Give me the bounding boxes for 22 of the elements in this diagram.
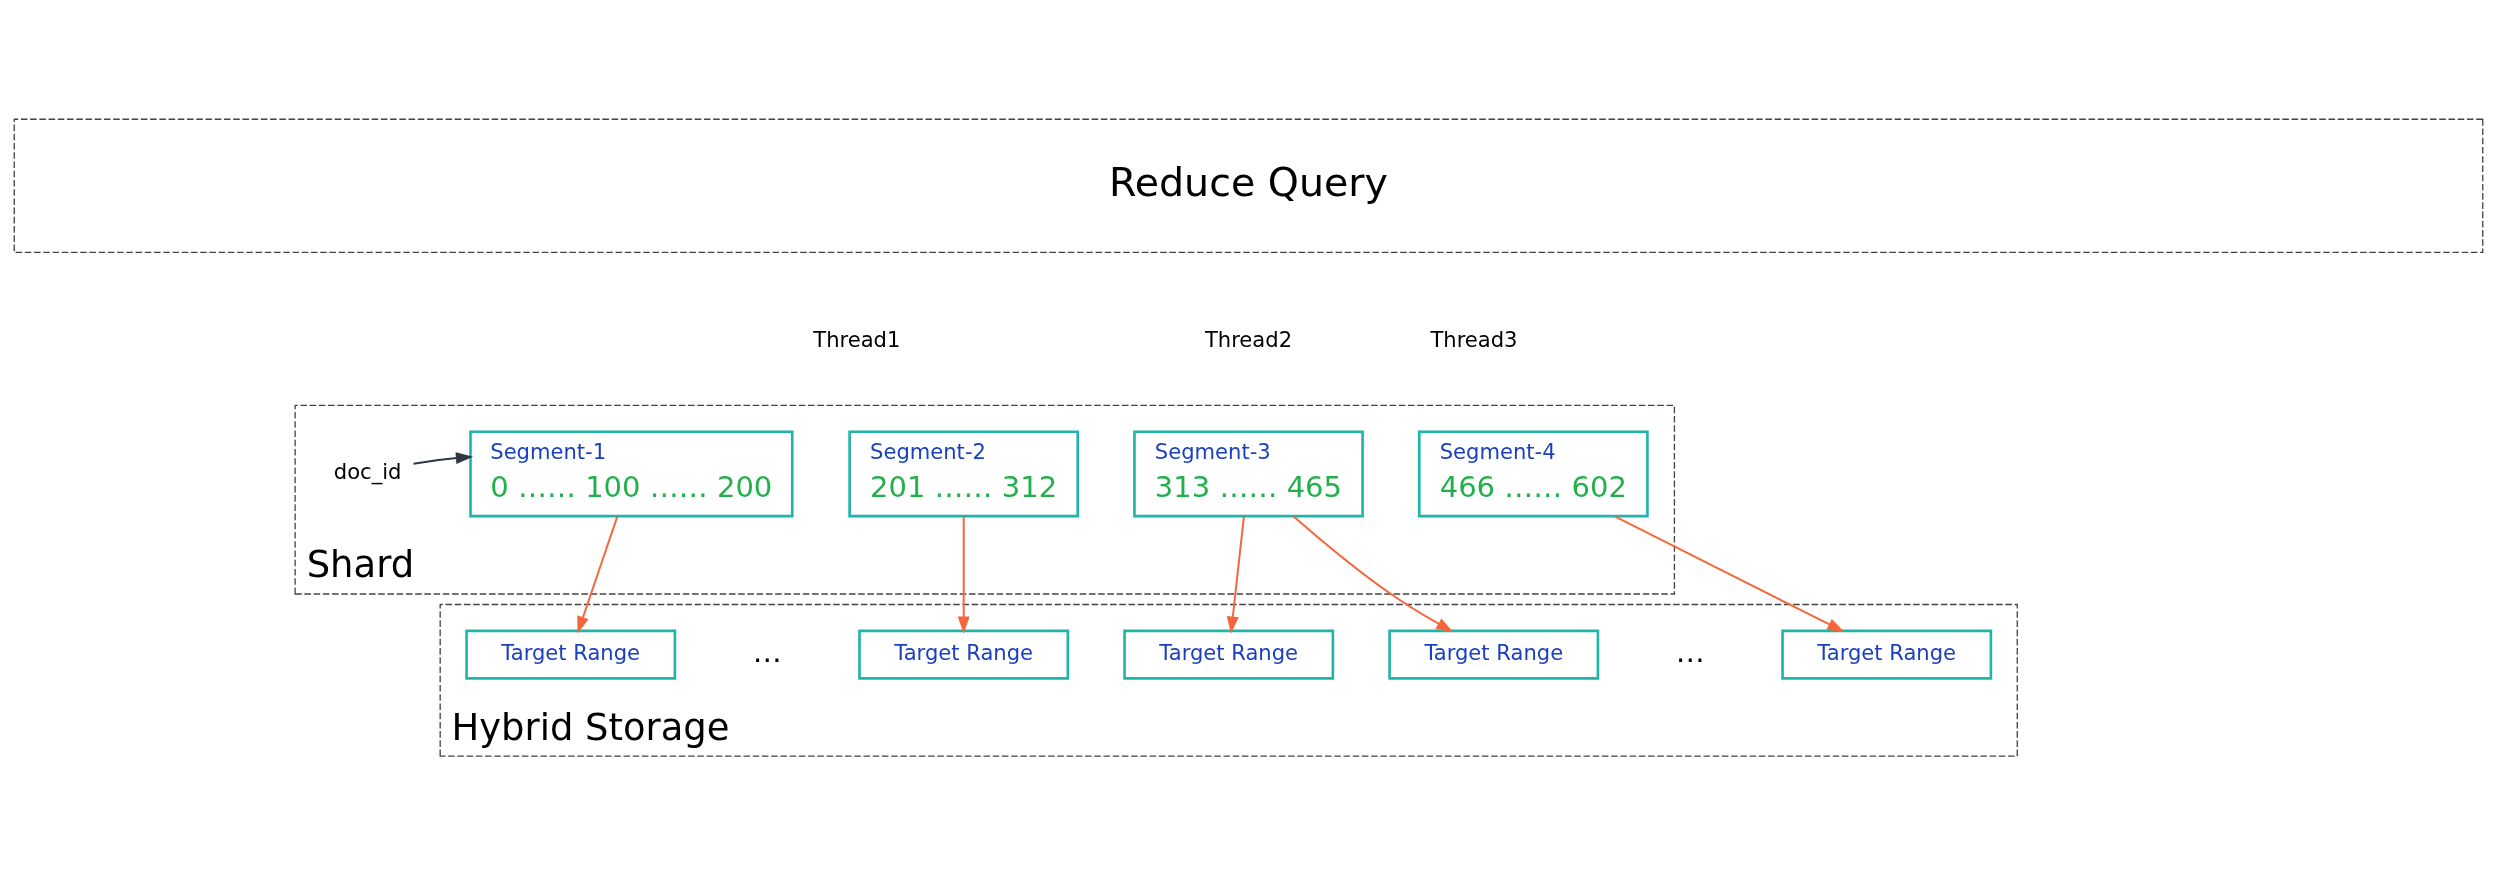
node-box: Target Range xyxy=(1388,629,1600,680)
arrow xyxy=(1292,514,1454,632)
label: Thread2 xyxy=(1204,326,1293,352)
arrow xyxy=(412,451,474,465)
node-box: Target Range xyxy=(465,629,677,680)
label: Thread3 xyxy=(1430,326,1518,352)
node-box: Segment-4 466 …… 602 xyxy=(1417,429,1649,517)
node-box: Segment-2 201 …… 312 xyxy=(848,429,1080,517)
node-box: Target Range xyxy=(1781,629,1993,680)
arrow xyxy=(1613,514,1845,632)
label: Thread1 xyxy=(813,326,901,352)
label: … xyxy=(1675,634,1705,669)
node-text: doc_id xyxy=(333,458,402,484)
arrow xyxy=(1226,515,1245,634)
node-box: Target Range xyxy=(858,629,1070,680)
label: … xyxy=(752,634,782,669)
node-box: Segment-1 0 …… 100 …… 200 xyxy=(469,429,794,517)
node-box: Reduce Query xyxy=(13,118,2484,253)
node-box: Segment-3 313 …… 465 xyxy=(1133,429,1364,517)
node-box: Target Range xyxy=(1123,629,1335,680)
arrow xyxy=(577,515,619,634)
arrow xyxy=(957,515,970,634)
